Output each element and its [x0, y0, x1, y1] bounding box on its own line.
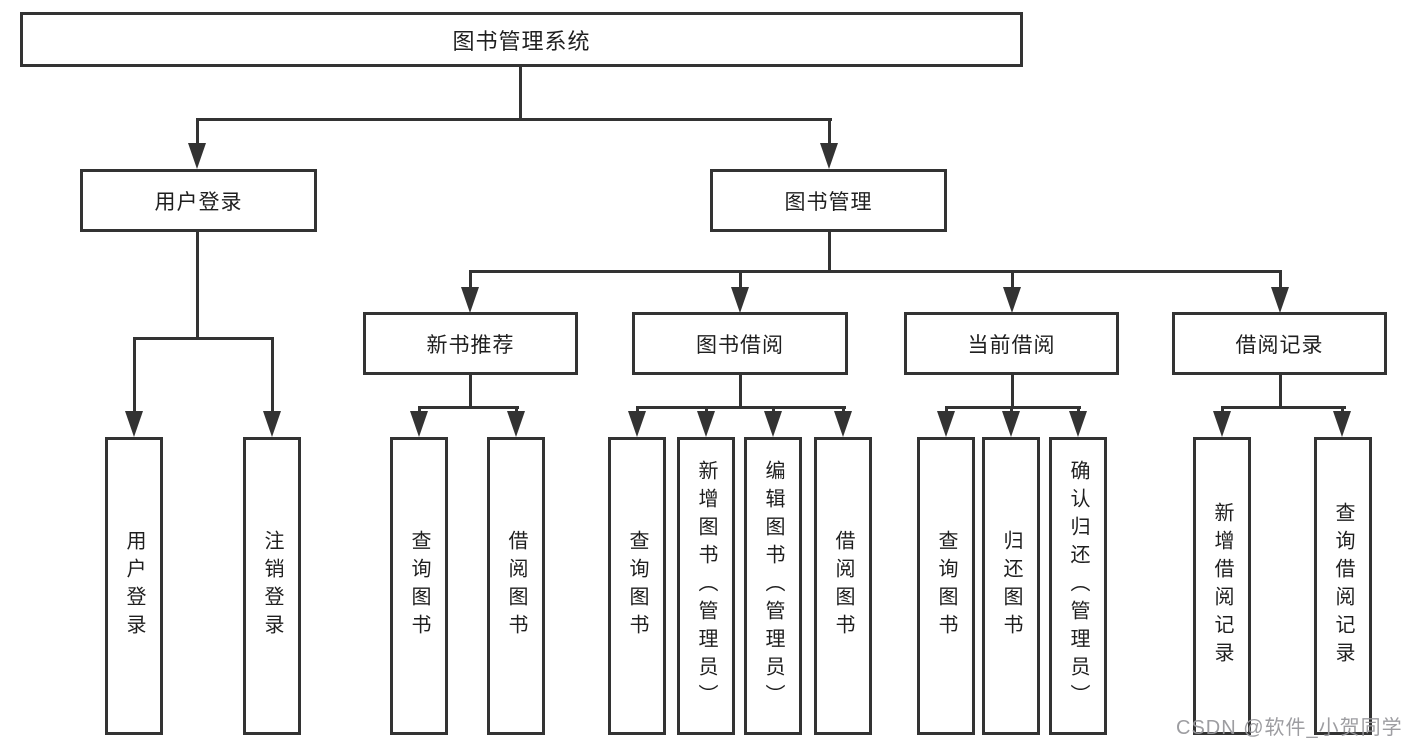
arrow-down-icon [697, 411, 715, 437]
connector-line [133, 337, 136, 412]
arrow-down-icon [731, 287, 749, 313]
node-borrow-records: 借阅记录 [1172, 312, 1387, 375]
connector-line [1221, 406, 1346, 409]
connector-line [418, 406, 421, 414]
arrow-down-icon [1002, 411, 1020, 437]
node-new-book-recommend-label: 新书推荐 [426, 333, 515, 357]
watermark: CSDN @软件_小贺同学 [1176, 717, 1403, 739]
connector-line [1011, 270, 1014, 289]
connector-line [469, 270, 1282, 273]
node-current-borrow: 当前借阅 [904, 312, 1119, 375]
arrow-down-icon [125, 411, 143, 437]
connector-line [1077, 406, 1080, 414]
node-root-label: 图书管理系统 [452, 28, 591, 54]
arrow-down-icon [263, 411, 281, 437]
leaf-add-borrow-record-label: 新增借阅记录 [1211, 502, 1233, 670]
leaf-borrow-books-label: 借阅图书 [832, 530, 854, 642]
arrow-down-icon [1333, 411, 1351, 437]
connector-line [1010, 406, 1013, 414]
leaf-query-books-recommend: 查询图书 [390, 437, 448, 735]
connector-line [519, 67, 522, 121]
connector-line [828, 232, 831, 273]
leaf-add-borrow-record: 新增借阅记录 [1193, 437, 1251, 735]
leaf-confirm-return-admin-label: 确认归还（管理员） [1067, 460, 1089, 712]
node-book-management-label: 图书管理 [784, 190, 873, 214]
connector-line [1011, 375, 1014, 409]
arrow-down-icon [628, 411, 646, 437]
node-book-borrow: 图书借阅 [632, 312, 848, 375]
connector-line [705, 406, 708, 414]
arrow-down-icon [820, 143, 838, 169]
connector-line [636, 406, 639, 414]
leaf-user-login-label: 用户登录 [123, 530, 145, 642]
node-new-book-recommend: 新书推荐 [363, 312, 578, 375]
leaf-query-books-borrow: 查询图书 [608, 437, 666, 735]
connector-line [636, 406, 846, 409]
node-book-borrow-label: 图书借阅 [696, 333, 784, 357]
connector-line [828, 118, 831, 145]
connector-line [1279, 375, 1282, 409]
node-user-login-label: 用户登录 [154, 190, 243, 214]
leaf-query-borrow-record: 查询借阅记录 [1314, 437, 1372, 735]
arrow-down-icon [937, 411, 955, 437]
leaf-query-books-current-label: 查询图书 [935, 530, 957, 642]
leaf-add-books-admin: 新增图书（管理员） [677, 437, 735, 735]
leaf-borrow-books-recommend-label: 借阅图书 [505, 530, 527, 642]
arrow-down-icon [1003, 287, 1021, 313]
leaf-add-books-admin-label: 新增图书（管理员） [695, 460, 717, 712]
connector-line [1279, 270, 1282, 289]
connector-line [469, 375, 472, 409]
connector-line [842, 406, 845, 414]
arrow-down-icon [507, 411, 525, 437]
leaf-edit-books-admin-label: 编辑图书（管理员） [762, 460, 784, 712]
connector-line [739, 270, 742, 289]
leaf-query-books-current: 查询图书 [917, 437, 975, 735]
node-book-management: 图书管理 [710, 169, 947, 232]
leaf-return-books: 归还图书 [982, 437, 1040, 735]
connector-line [196, 118, 199, 145]
leaf-user-login: 用户登录 [105, 437, 163, 735]
connector-line [772, 406, 775, 414]
leaf-logout-label: 注销登录 [261, 530, 283, 642]
arrow-down-icon [188, 143, 206, 169]
connector-line [418, 406, 519, 409]
connector-line [1341, 406, 1344, 414]
connector-line [945, 406, 1081, 409]
node-user-login: 用户登录 [80, 169, 317, 232]
leaf-edit-books-admin: 编辑图书（管理员） [744, 437, 802, 735]
leaf-return-books-label: 归还图书 [1000, 530, 1022, 642]
arrow-down-icon [1069, 411, 1087, 437]
arrow-down-icon [1213, 411, 1231, 437]
leaf-confirm-return-admin: 确认归还（管理员） [1049, 437, 1107, 735]
node-current-borrow-label: 当前借阅 [967, 333, 1056, 357]
connector-line [196, 232, 199, 340]
node-root: 图书管理系统 [20, 12, 1023, 67]
connector-line [196, 118, 832, 121]
connector-line [1221, 406, 1224, 414]
arrow-down-icon [834, 411, 852, 437]
leaf-borrow-books: 借阅图书 [814, 437, 872, 735]
connector-line [739, 375, 742, 409]
arrow-down-icon [410, 411, 428, 437]
node-borrow-records-label: 借阅记录 [1235, 333, 1324, 357]
leaf-borrow-books-recommend: 借阅图书 [487, 437, 545, 735]
connector-line [271, 337, 274, 412]
leaf-logout: 注销登录 [243, 437, 301, 735]
arrow-down-icon [764, 411, 782, 437]
connector-line [133, 337, 274, 340]
arrow-down-icon [1271, 287, 1289, 313]
arrow-down-icon [461, 287, 479, 313]
connector-line [515, 406, 518, 414]
connector-line [469, 270, 472, 289]
connector-line [945, 406, 948, 414]
leaf-query-borrow-record-label: 查询借阅记录 [1332, 502, 1354, 670]
leaf-query-books-recommend-label: 查询图书 [408, 530, 430, 642]
leaf-query-books-borrow-label: 查询图书 [626, 530, 648, 642]
